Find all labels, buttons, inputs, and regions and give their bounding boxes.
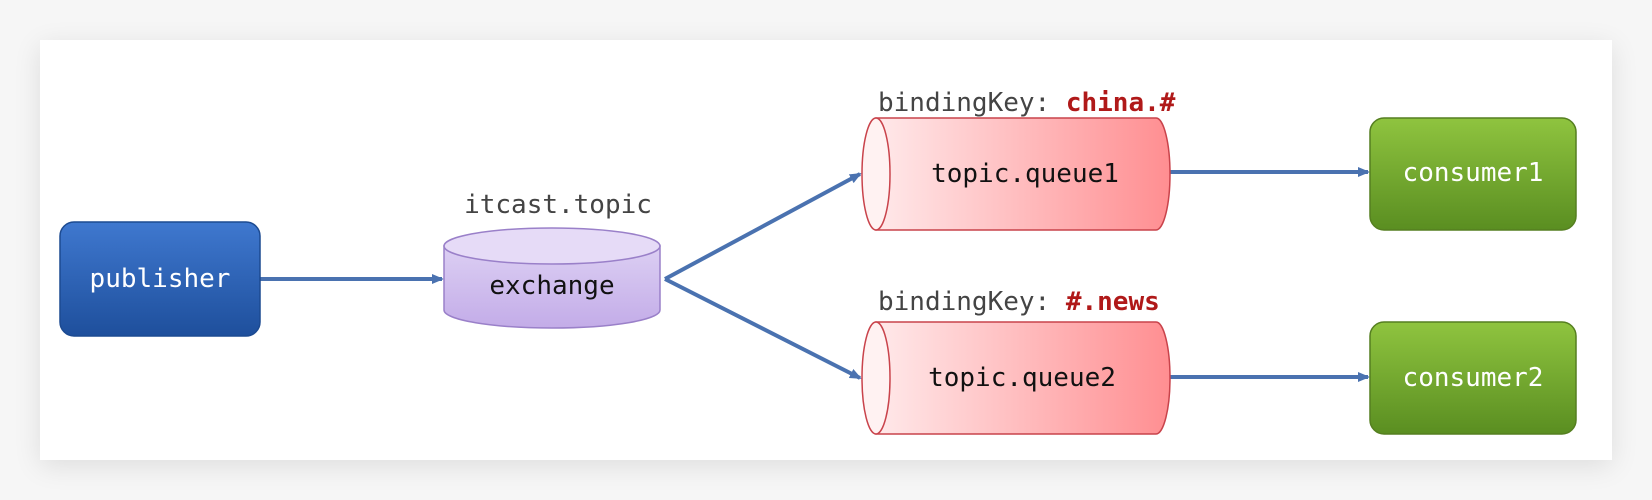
queue2-binding-prefix: bindingKey: [878,287,1066,317]
arrow-exchange-to-queue2 [664,277,862,380]
queue1-binding-prefix: bindingKey: [878,88,1066,118]
queue1-label: topic.queue1 [931,159,1119,189]
exchange-name-label: itcast.topic [464,190,652,220]
publisher-node: publisher [59,221,261,337]
arrow-exchange-to-queue1 [664,172,862,281]
consumer2-label: consumer2 [1403,363,1544,393]
queue2-binding-key: #.news [1066,287,1160,317]
queue1-node: topic.queue1 bindingKey: china.# [861,88,1176,231]
queue1-binding-text: bindingKey: china.# [878,88,1176,118]
queue1-binding-key: china.# [1066,88,1176,118]
publisher-label: publisher [90,264,231,294]
queue2-label: topic.queue2 [928,363,1116,393]
exchange-node: itcast.topic exchange [443,190,661,329]
consumer1-node: consumer1 [1369,117,1577,231]
queue2-binding-text: bindingKey: #.news [878,287,1160,317]
exchange-label: exchange [489,271,614,301]
diagram-card [40,40,1612,460]
consumer2-node: consumer2 [1369,321,1577,435]
consumer1-label: consumer1 [1403,158,1544,188]
queue2-node: topic.queue2 bindingKey: #.news [861,287,1171,435]
